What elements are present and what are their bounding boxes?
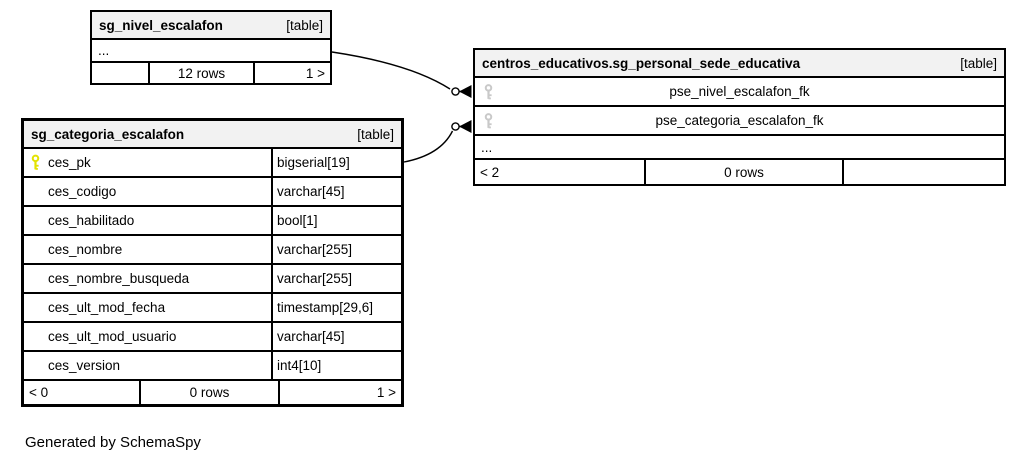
column-type: bigserial[19]	[277, 155, 350, 170]
fk-column-name: pse_nivel_escalafon_fk	[669, 84, 810, 99]
footer-rowcount-cell: 0 rows	[646, 160, 844, 184]
primary-key-icon	[30, 154, 48, 171]
crow-foot-icon	[459, 85, 472, 98]
footer-parents-cell: < 0	[24, 381, 141, 404]
footer-parents-cell: < 2	[475, 160, 646, 184]
column-type: timestamp[29,6]	[277, 300, 374, 315]
table-footer: < 0 0 rows 1 >	[24, 381, 401, 404]
column-row[interactable]: ces_version int4[10]	[24, 352, 401, 381]
column-name: ces_ult_mod_usuario	[48, 329, 177, 344]
column-name: ces_pk	[48, 155, 91, 170]
table-type-badge: [table]	[960, 55, 997, 71]
table-type-badge: [table]	[286, 17, 323, 33]
column-type: varchar[45]	[277, 329, 345, 344]
column-type: bool[1]	[277, 213, 318, 228]
fk-column-row[interactable]: pse_nivel_escalafon_fk	[475, 78, 1004, 107]
relationship-categoria-escalafon	[403, 120, 472, 163]
footer-children-cell: 1 >	[376, 385, 396, 400]
column-row[interactable]: ces_habilitado bool[1]	[24, 207, 401, 236]
table-header[interactable]: sg_nivel_escalafon [table]	[92, 12, 330, 40]
column-row[interactable]: ces_ult_mod_usuario varchar[45]	[24, 323, 401, 352]
column-name: ces_ult_mod_fecha	[48, 300, 166, 315]
column-name: ces_nombre	[48, 242, 123, 257]
foreign-key-icon	[483, 112, 494, 129]
table-type-badge: [table]	[357, 126, 394, 142]
column-name: ces_nombre_busqueda	[48, 271, 190, 286]
footer-children-cell	[844, 160, 1004, 184]
footer-parents-cell	[92, 63, 150, 83]
column-name: ces_version	[48, 358, 121, 373]
table-footer: < 2 0 rows	[475, 160, 1004, 184]
column-row[interactable]: ces_ult_mod_fecha timestamp[29,6]	[24, 294, 401, 323]
table-name[interactable]: sg_categoria_escalafon	[31, 126, 185, 142]
more-columns-row: ...	[92, 40, 330, 63]
column-row[interactable]: ces_nombre_busqueda varchar[255]	[24, 265, 401, 294]
more-columns-row: ...	[475, 136, 1004, 160]
footer-children-cell: 1 >	[305, 65, 325, 81]
table-node-sg-categoria-escalafon: sg_categoria_escalafon [table] ces_pk bi…	[21, 118, 404, 407]
table-header[interactable]: centros_educativos.sg_personal_sede_educ…	[475, 50, 1004, 78]
table-footer: 12 rows 1 >	[92, 63, 330, 83]
footer-rowcount-cell: 12 rows	[150, 63, 255, 83]
relationship-nivel-escalafon	[331, 51, 472, 98]
zero-one-circle-icon	[451, 122, 460, 131]
table-header[interactable]: sg_categoria_escalafon [table]	[24, 121, 401, 149]
column-row[interactable]: ces_codigo varchar[45]	[24, 178, 401, 207]
zero-one-circle-icon	[451, 87, 460, 96]
table-node-sg-nivel-escalafon: sg_nivel_escalafon [table] ... 12 rows 1…	[90, 10, 332, 85]
table-node-sg-personal-sede-educativa: centros_educativos.sg_personal_sede_educ…	[473, 48, 1006, 186]
fk-column-name: pse_categoria_escalafon_fk	[655, 113, 824, 128]
ellipsis-label: ...	[481, 139, 493, 155]
crow-foot-icon	[459, 120, 472, 133]
column-type: int4[10]	[277, 358, 322, 373]
footer-rowcount-cell: 0 rows	[141, 381, 280, 404]
column-type: varchar[255]	[277, 242, 353, 257]
table-name[interactable]: centros_educativos.sg_personal_sede_educ…	[482, 55, 801, 71]
column-row[interactable]: ces_pk bigserial[19]	[24, 149, 401, 178]
column-name: ces_habilitado	[48, 213, 135, 228]
column-name: ces_codigo	[48, 184, 117, 199]
table-name[interactable]: sg_nivel_escalafon	[99, 17, 223, 33]
fk-column-row[interactable]: pse_categoria_escalafon_fk	[475, 107, 1004, 136]
column-type: varchar[45]	[277, 184, 345, 199]
generated-by-note: Generated by SchemaSpy	[25, 434, 201, 451]
ellipsis-label: ...	[98, 43, 110, 58]
column-row[interactable]: ces_nombre varchar[255]	[24, 236, 401, 265]
foreign-key-icon	[483, 83, 494, 100]
column-type: varchar[255]	[277, 271, 353, 286]
